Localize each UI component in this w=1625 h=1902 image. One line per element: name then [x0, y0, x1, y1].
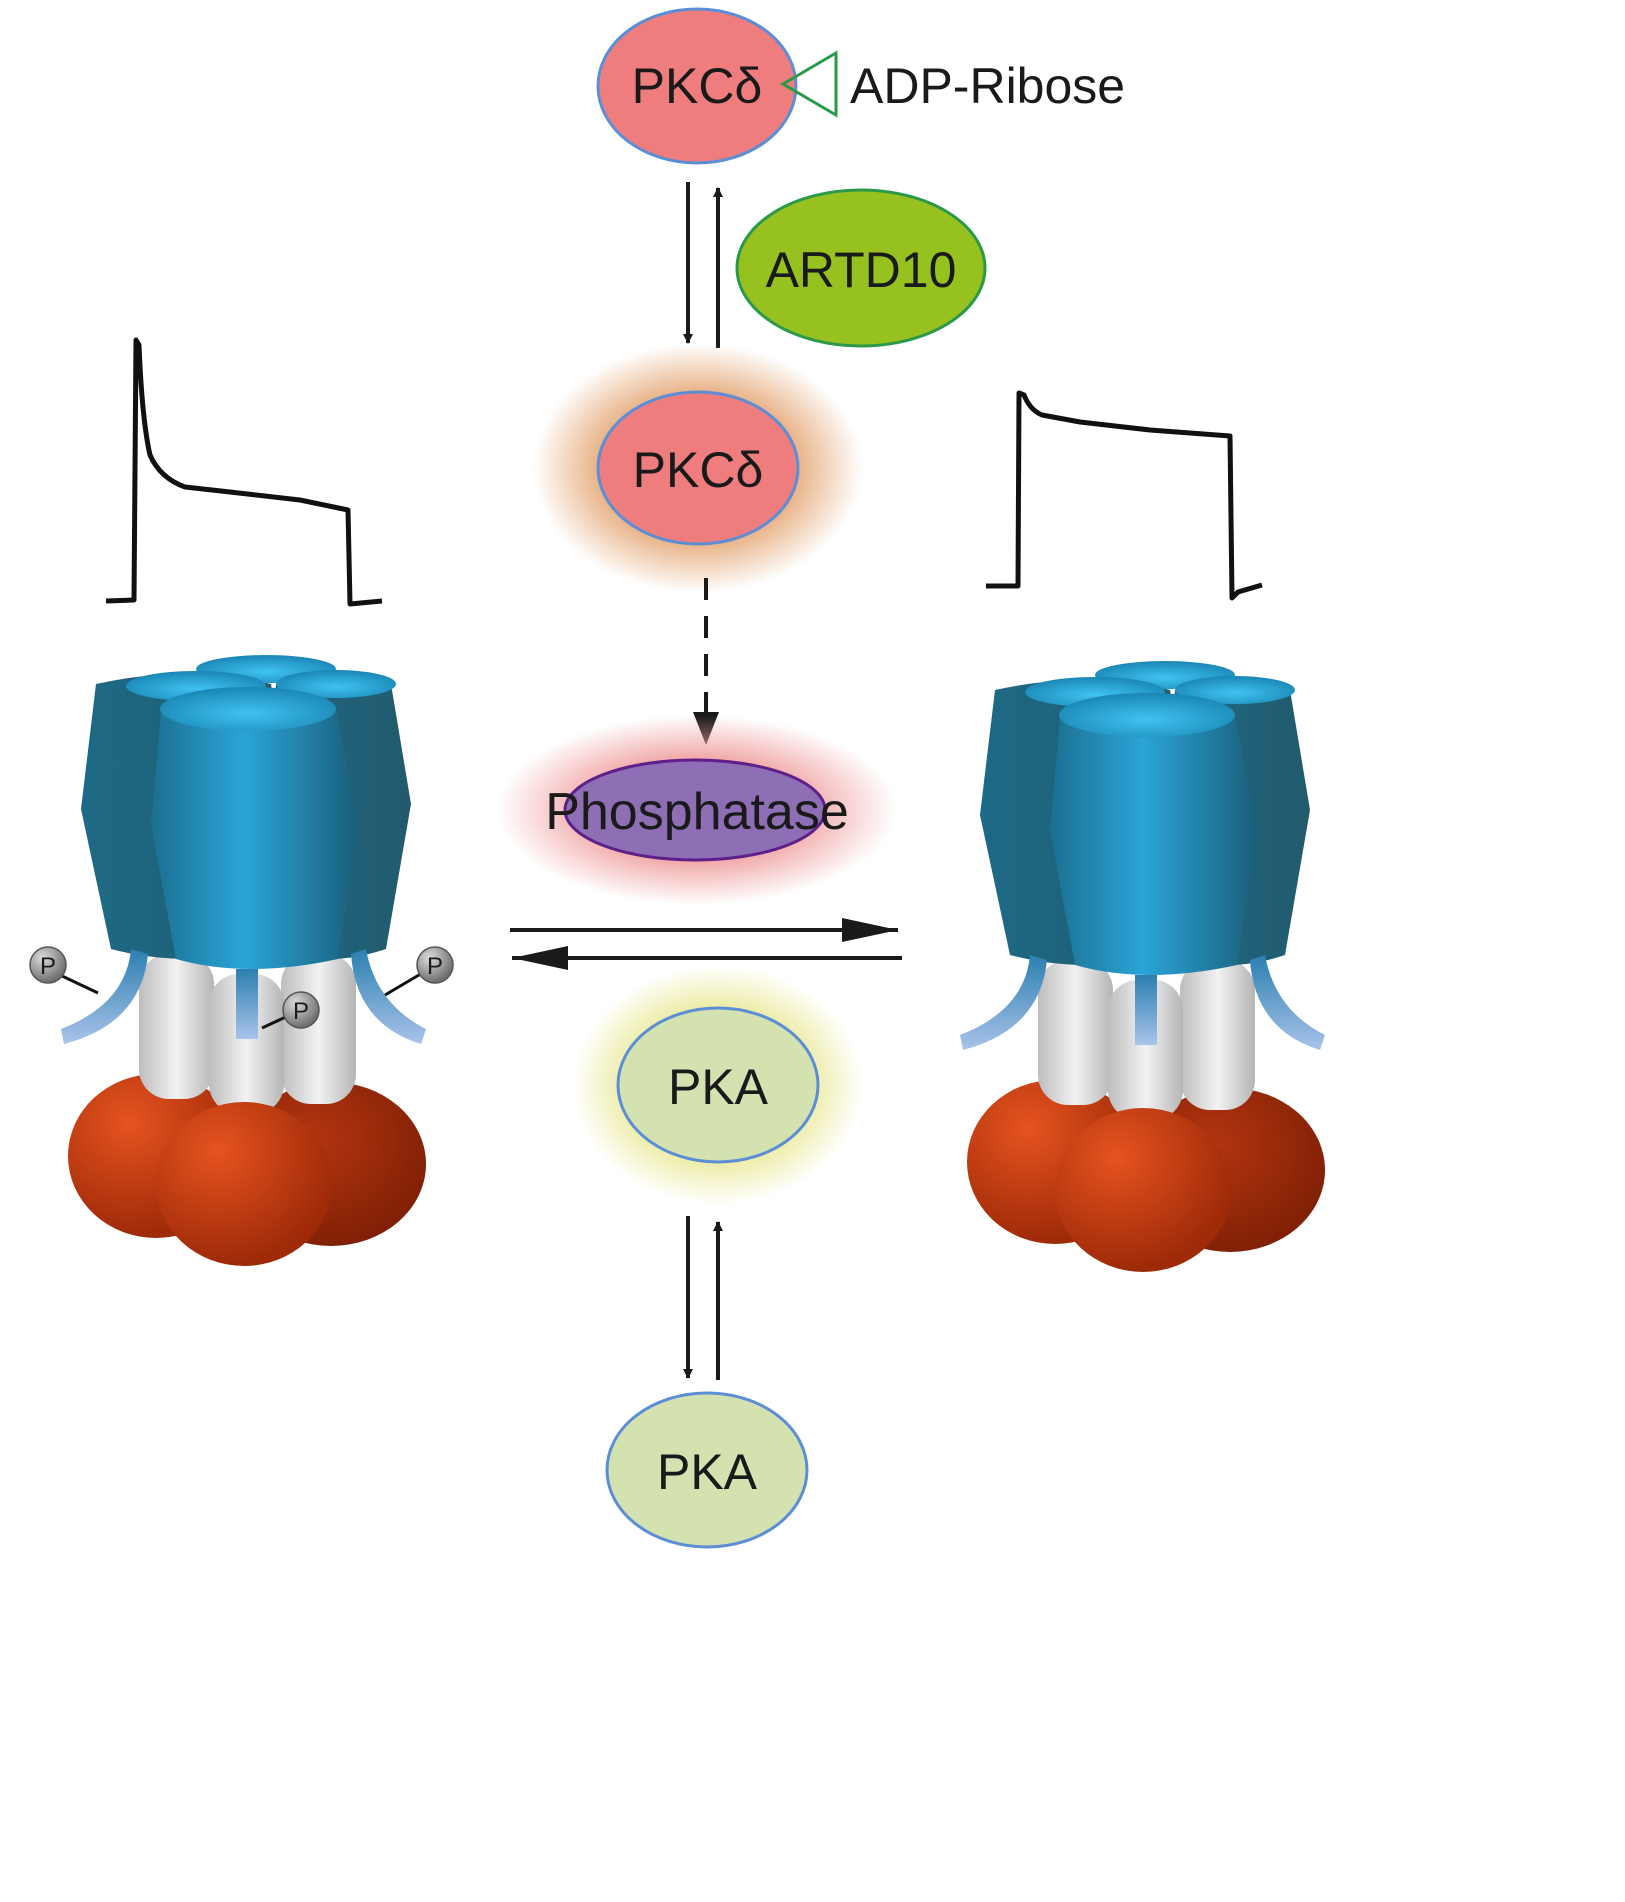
pka-inactive-node	[605, 1391, 809, 1549]
phosphatase-label: Phosphatase	[545, 783, 849, 841]
pkc-delta-active-label: PKCδ	[633, 442, 764, 498]
artd10-node	[735, 188, 987, 348]
svg-text:P: P	[40, 953, 56, 980]
pkc-delta-top-node	[596, 7, 798, 165]
right-current-trace-icon	[986, 390, 1263, 601]
pkc-delta-top-label: PKCδ	[632, 58, 763, 114]
adp-ribose-label: ADP-Ribose	[850, 58, 1125, 114]
left-channel-icon	[61, 655, 426, 1266]
pkc-delta-active-node	[596, 390, 800, 546]
adp-ribose-triangle-icon	[780, 50, 838, 118]
left-current-trace-icon	[105, 337, 383, 607]
right-channel-icon	[960, 661, 1325, 1272]
svg-text:P: P	[293, 998, 309, 1025]
pka-active-node	[616, 1006, 820, 1164]
forward-arrow-head	[842, 918, 898, 942]
svg-text:P: P	[427, 953, 443, 980]
reverse-arrow-head	[512, 946, 568, 970]
pka-active-label: PKA	[668, 1059, 769, 1115]
phosphatase-node	[563, 758, 827, 862]
phospho-group-1: P	[29, 946, 99, 995]
phospho-group-2: P	[261, 991, 320, 1030]
phospho-group-3: P	[384, 946, 454, 997]
pka-inactive-label: PKA	[657, 1444, 758, 1500]
artd10-label: ARTD10	[766, 242, 957, 298]
